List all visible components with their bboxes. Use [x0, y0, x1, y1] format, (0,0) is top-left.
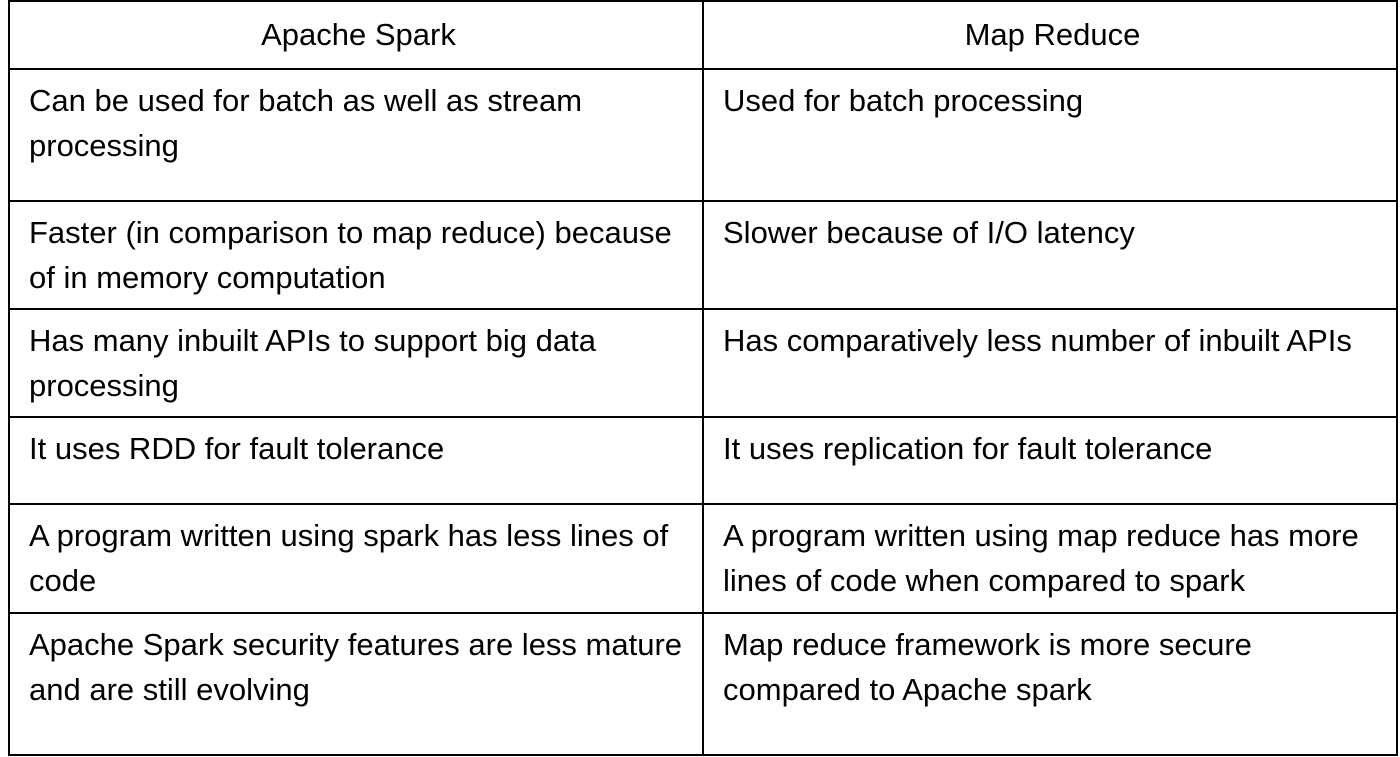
mapreduce-cell: Slower because of I/O latency: [702, 200, 1398, 310]
header-map-reduce: Map Reduce: [702, 0, 1398, 70]
table-row: A program written using spark has less l…: [8, 503, 1398, 614]
table-row: Has many inbuilt APIs to support big dat…: [8, 308, 1398, 418]
spark-cell: It uses RDD for fault tolerance: [8, 416, 704, 505]
header-apache-spark: Apache Spark: [8, 0, 704, 70]
spark-cell: Can be used for batch as well as stream …: [8, 68, 704, 202]
comparison-table-container: Apache Spark Map Reduce Can be used for …: [8, 0, 1398, 756]
spark-cell: Apache Spark security features are less …: [8, 612, 704, 756]
mapreduce-cell: A program written using map reduce has m…: [702, 503, 1398, 614]
header-row: Apache Spark Map Reduce: [8, 0, 1398, 70]
table-row: Can be used for batch as well as stream …: [8, 68, 1398, 202]
mapreduce-cell: It uses replication for fault tolerance: [702, 416, 1398, 505]
spark-cell: Has many inbuilt APIs to support big dat…: [8, 308, 704, 418]
comparison-table: Apache Spark Map Reduce Can be used for …: [8, 0, 1398, 756]
mapreduce-cell: Used for batch processing: [702, 68, 1398, 202]
mapreduce-cell: Map reduce framework is more secure comp…: [702, 612, 1398, 756]
spark-cell: Faster (in comparison to map reduce) bec…: [8, 200, 704, 310]
table-row: Faster (in comparison to map reduce) bec…: [8, 200, 1398, 310]
spark-cell: A program written using spark has less l…: [8, 503, 704, 614]
table-row: Apache Spark security features are less …: [8, 612, 1398, 756]
table-row: It uses RDD for fault tolerance It uses …: [8, 416, 1398, 505]
mapreduce-cell: Has comparatively less number of inbuilt…: [702, 308, 1398, 418]
